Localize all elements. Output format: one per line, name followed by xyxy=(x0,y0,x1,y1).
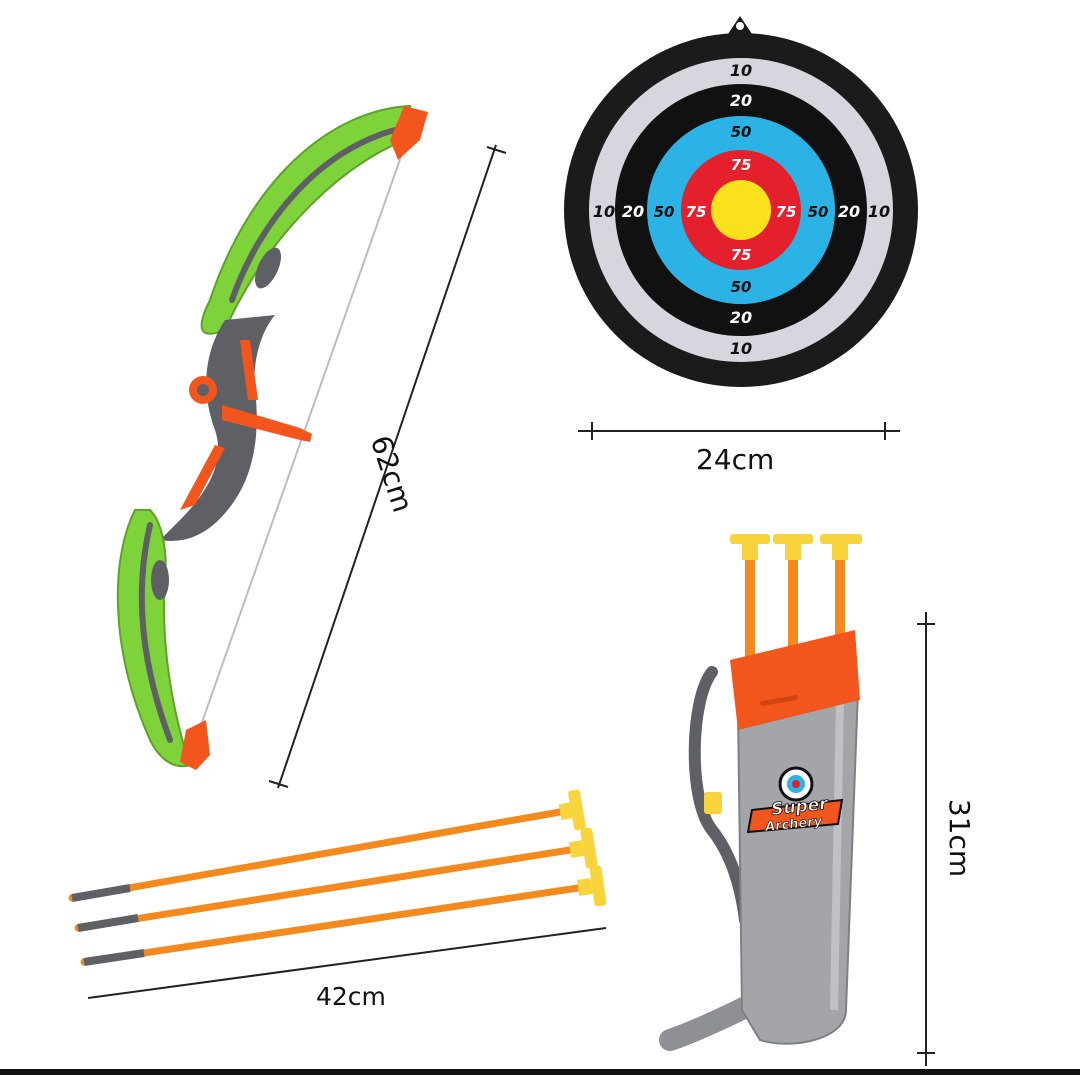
target-label-20-top: 20 xyxy=(730,91,752,110)
target-label-75-top: 75 xyxy=(731,156,752,174)
bow-upper-tip xyxy=(390,106,428,160)
arrows-dimension-line xyxy=(87,927,607,999)
bow-dimension-line xyxy=(268,144,507,789)
quiver-logo xyxy=(746,766,844,834)
target-bullseye xyxy=(711,180,771,240)
target xyxy=(564,16,918,387)
quiver-body xyxy=(736,688,860,1045)
target-label-75-right: 75 xyxy=(776,203,797,221)
target-label-50-right: 50 xyxy=(808,203,829,221)
target-label-20-bottom: 20 xyxy=(730,308,752,327)
target-label-10-right: 10 xyxy=(868,202,890,221)
arrow-rest xyxy=(222,405,312,442)
target-label-50-bottom: 50 xyxy=(731,278,752,296)
arrows xyxy=(68,789,607,966)
target-label-10-bottom: 10 xyxy=(730,339,752,358)
bow-upper-limb xyxy=(200,104,412,335)
quiver-strap xyxy=(688,666,751,926)
bottom-border xyxy=(0,1069,1080,1075)
bow xyxy=(116,104,428,770)
arrow xyxy=(68,789,586,902)
target-label-50-top: 50 xyxy=(731,123,752,141)
target-label-10-top: 10 xyxy=(730,61,752,80)
target-dimension-line xyxy=(578,422,900,440)
quiver-logo-line2: Archery xyxy=(763,814,823,835)
quiver-dimension-label: 31cm xyxy=(943,798,977,878)
quiver-dimension-line xyxy=(917,612,935,1066)
target-dimension-label: 24cm xyxy=(696,443,775,476)
target-label-10-left: 10 xyxy=(593,202,615,221)
arrow xyxy=(80,865,607,966)
target-label-75-bottom: 75 xyxy=(731,246,752,264)
quiver xyxy=(659,534,862,1051)
target-label-20-right: 20 xyxy=(838,202,860,221)
target-label-75-left: 75 xyxy=(686,203,707,221)
target-label-50-left: 50 xyxy=(654,203,675,221)
arrow xyxy=(74,827,598,932)
bow-lower-tip xyxy=(180,720,210,770)
target-label-20-left: 20 xyxy=(622,202,644,221)
arrows-dimension-label: 42cm xyxy=(316,982,386,1011)
